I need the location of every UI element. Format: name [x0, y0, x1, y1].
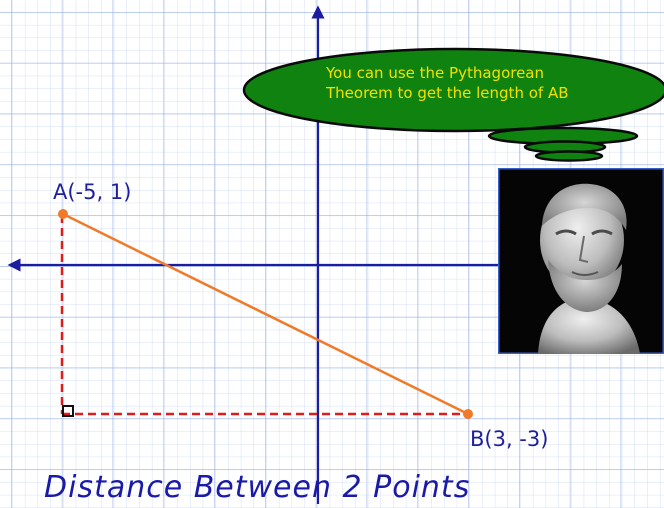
handwritten-title: Distance Between 2 Points [44, 470, 471, 505]
point-b-dot [463, 409, 473, 419]
speech-bubble [242, 47, 664, 133]
segment-ab [62, 212, 469, 416]
point-b-label: B(3, -3) [470, 427, 549, 451]
speech-bubble-line-2: Theorem to get the length of AB [326, 84, 569, 102]
bust-portrait-image [498, 168, 664, 354]
point-a-dot [58, 209, 68, 219]
bubble-trail-3 [534, 150, 604, 162]
speech-bubble-text: You can use the Pythagorean Theorem to g… [326, 63, 656, 103]
speech-bubble-line-1: You can use the Pythagorean [326, 64, 545, 82]
point-a-label: A(-5, 1) [53, 180, 132, 204]
right-angle-square-icon [62, 405, 74, 417]
